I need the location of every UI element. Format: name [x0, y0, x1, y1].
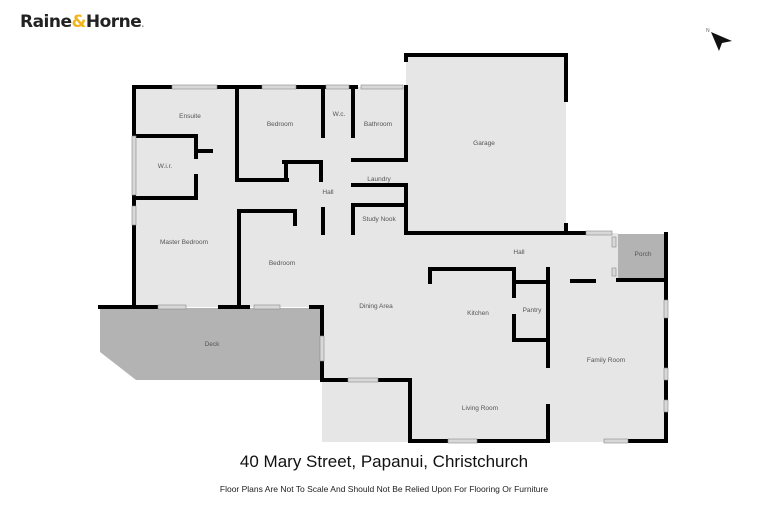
room-label-living-room: Living Room — [462, 405, 498, 412]
outdoor-areas — [100, 234, 666, 380]
room-label-wir: W.i.r. — [158, 163, 173, 170]
room-label-dining-area: Dining Area — [359, 303, 393, 310]
room-label-hall-2: Hall — [513, 249, 525, 256]
porch-area — [618, 234, 666, 280]
logo-ampersand: & — [71, 12, 87, 32]
room-label-bedroom-2: Bedroom — [269, 260, 295, 267]
room-label-porch: Porch — [635, 251, 652, 258]
walls — [98, 53, 668, 443]
logo-text-raine: Raine — [20, 12, 72, 32]
room-label-study-nook: Study Nook — [362, 216, 396, 223]
room-label-bedroom-1: Bedroom — [267, 121, 293, 128]
room-label-wc: W.c. — [333, 111, 346, 118]
property-address: 40 Mary Street, Papanui, Christchurch — [239, 452, 529, 471]
floor-areas — [134, 55, 666, 442]
windows — [131, 84, 669, 444]
raine-horne-logo: Raine&Horne. — [20, 12, 144, 32]
room-label-pantry: Pantry — [523, 307, 543, 314]
room-label-bathroom: Bathroom — [364, 121, 392, 128]
logo-text-horne: Horne — [85, 12, 142, 32]
disclaimer-text: Floor Plans Are Not To Scale And Should … — [219, 484, 549, 494]
room-label-ensuite: Ensuite — [179, 113, 201, 120]
room-label-kitchen: Kitchen — [467, 310, 489, 317]
room-label-laundry: Laundry — [367, 176, 391, 183]
room-labels: Ensuite Bedroom W.c. Bathroom Garage W.i… — [158, 111, 652, 412]
north-arrow-icon: N — [706, 28, 732, 51]
room-label-deck: Deck — [205, 341, 221, 348]
room-label-garage: Garage — [473, 140, 495, 147]
logo-dot: . — [141, 20, 144, 29]
room-label-family-room: Family Room — [587, 357, 625, 364]
deck-area — [100, 308, 322, 380]
room-label-hall-1: Hall — [322, 189, 334, 196]
compass-north-label: N — [706, 28, 710, 34]
room-label-master-bedroom: Master Bedroom — [160, 239, 208, 246]
